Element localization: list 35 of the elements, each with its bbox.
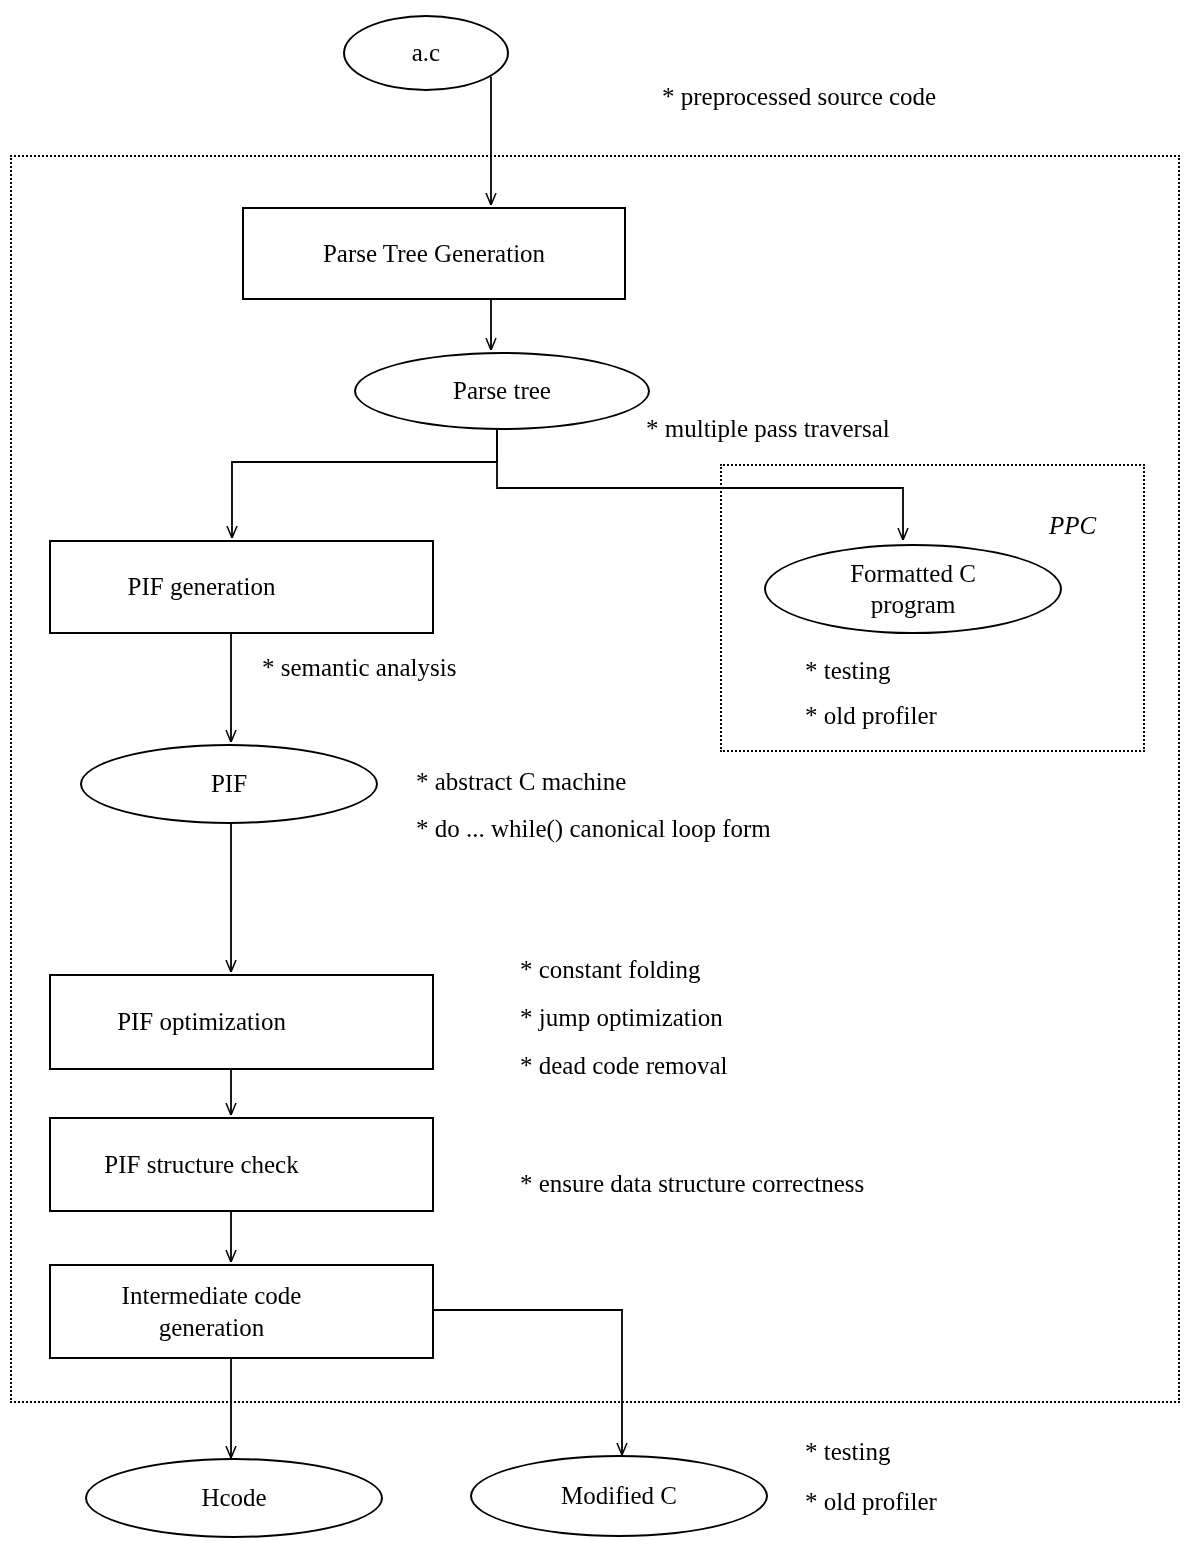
node-label: Parse tree — [453, 376, 551, 407]
node-label: Parse Tree Generation — [322, 238, 546, 269]
annotation-note: * dead code removal — [520, 1053, 728, 1078]
annotation-note: * old profiler — [805, 1489, 937, 1514]
dotted-frame — [10, 155, 1180, 1403]
node-label: Hcode — [201, 1483, 267, 1514]
node-label: PIF structure check — [104, 1149, 299, 1180]
arrow — [496, 427, 909, 541]
node-label: a.c — [411, 38, 441, 69]
process-box — [49, 1264, 434, 1359]
process-box — [242, 207, 626, 300]
process-box — [49, 974, 434, 1070]
arrow — [225, 821, 237, 973]
annotation-note: * jump optimization — [520, 1005, 723, 1030]
annotation-note: * multiple pass traversal — [646, 416, 890, 441]
node-label: Formatted C program — [849, 558, 977, 620]
node-label: PIF — [210, 769, 248, 800]
annotation-note: * testing — [805, 658, 891, 683]
annotation-note: * semantic analysis — [262, 655, 457, 680]
annotation-note: * testing — [805, 1439, 891, 1464]
group-label: PPC — [1049, 513, 1097, 538]
process-box — [49, 1117, 434, 1212]
annotation-note: * constant folding — [520, 957, 701, 982]
arrow — [485, 75, 497, 206]
annotation-note: * old profiler — [805, 703, 937, 728]
annotation-note: * do ... while() canonical loop form — [416, 816, 771, 841]
process-box — [49, 540, 434, 634]
node-label: Modified C — [561, 1481, 677, 1512]
annotation-note: * ensure data structure correctness — [520, 1171, 865, 1196]
dotted-group — [720, 464, 1145, 752]
annotation-note: * preprocessed source code — [662, 84, 937, 109]
node-label: PIF optimization — [117, 1007, 286, 1038]
annotation-note: * abstract C machine — [416, 769, 627, 794]
node-label: Intermediate code generation — [120, 1281, 303, 1343]
node-label: PIF generation — [127, 572, 276, 603]
